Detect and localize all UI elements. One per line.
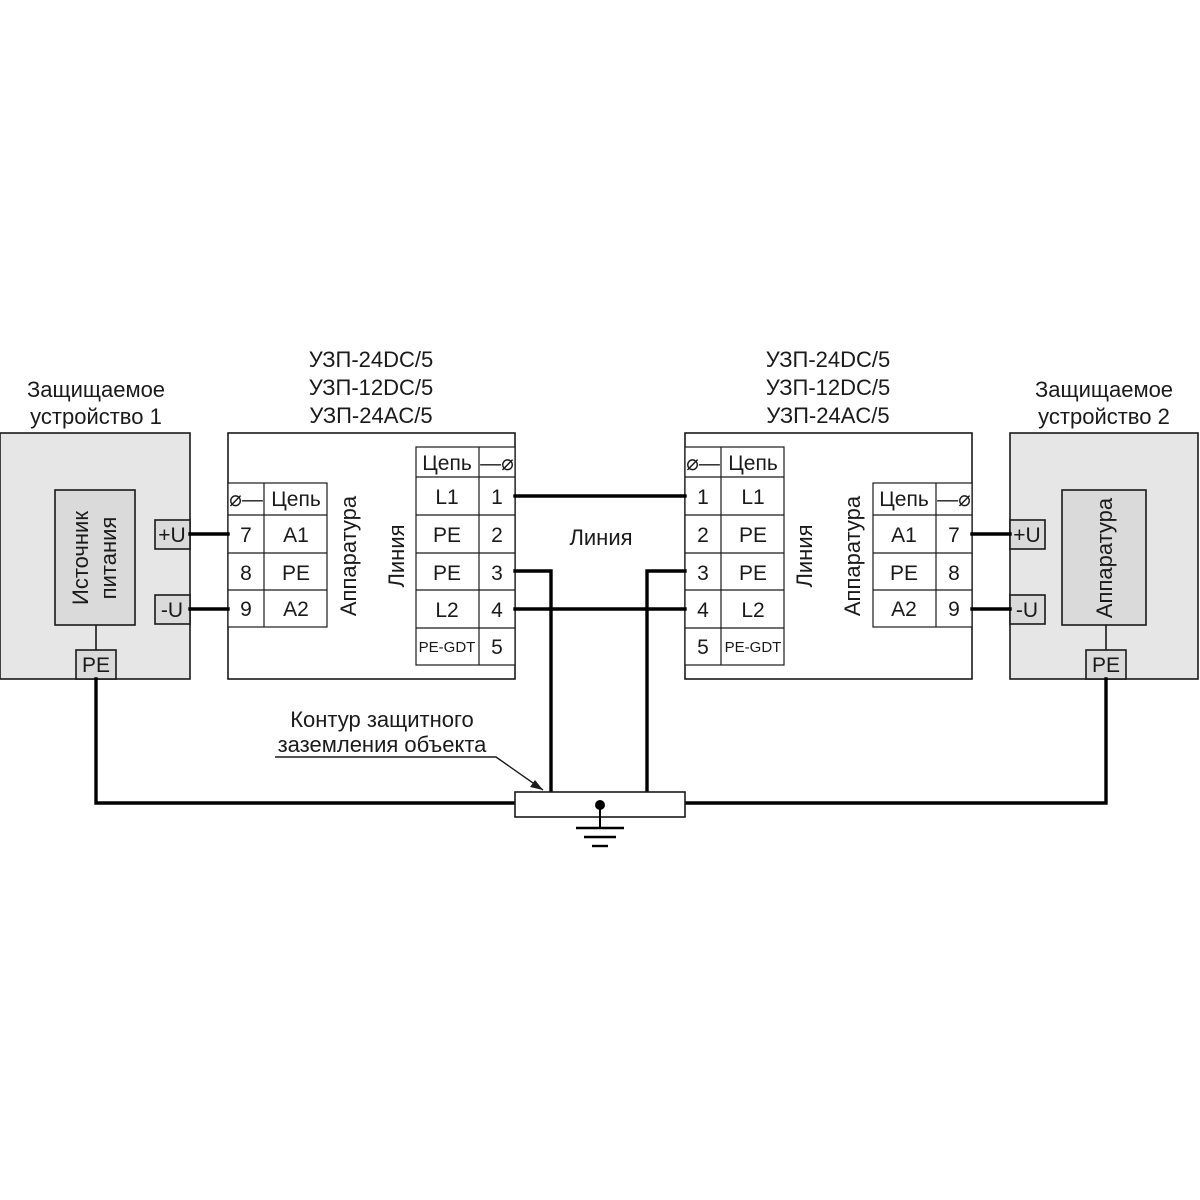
spd-left-line-header-circuit: Цепь bbox=[422, 452, 472, 475]
spd-right-line-table: ⌀— Цепь 1 L1 2 PE 3 PE 4 L2 5 PE-GDT bbox=[684, 446, 785, 666]
device1-title-line1: Защищаемое bbox=[27, 377, 165, 402]
spd-right-line-circuit: PE bbox=[739, 562, 767, 585]
spd-left-equip-circuit: A1 bbox=[283, 524, 309, 547]
spd-left-line-circuit: L2 bbox=[435, 599, 458, 622]
spd-right-model-2: УЗП-12DC/5 bbox=[766, 375, 891, 400]
spd-left-line-header-terminal: —⌀ bbox=[480, 452, 514, 475]
spd-left-model-3: УЗП-24AC/5 bbox=[309, 403, 432, 428]
device1-plus-u-label: +U bbox=[158, 524, 185, 547]
spd-left-line-circuit: PE bbox=[433, 562, 461, 585]
spd-right-line-terminal: 3 bbox=[697, 562, 709, 585]
spd-left-equip-header-circuit: Цепь bbox=[271, 488, 321, 511]
spd-left-line-terminal: 3 bbox=[491, 562, 503, 585]
spd-right-equip-table: Цепь —⌀ A1 7 PE 8 A2 9 bbox=[872, 482, 973, 628]
spd-right-line-terminal: 4 bbox=[697, 599, 709, 622]
spd-right-line-terminal: 5 bbox=[697, 636, 709, 659]
spd-left-line-circuit: PE bbox=[433, 524, 461, 547]
spd-left-line-terminal: 5 bbox=[491, 636, 503, 659]
callout-leader bbox=[275, 756, 544, 791]
spd-left-model-1: УЗП-24DC/5 bbox=[309, 347, 434, 372]
spd-left-equip-terminal: 9 bbox=[240, 598, 252, 621]
spd-left-line-terminal: 4 bbox=[491, 599, 503, 622]
line-label: Линия bbox=[569, 525, 632, 550]
spd-left-equip-circuit: PE bbox=[282, 562, 310, 585]
spd-right-line-header-circuit: Цепь bbox=[728, 452, 778, 475]
spd-right-equip-side-label: Аппаратура bbox=[840, 495, 865, 616]
spd-right-line-terminal: 2 bbox=[697, 524, 709, 547]
spd-left-line-side-label: Линия bbox=[384, 524, 409, 587]
device1-minus-u-terminal bbox=[154, 594, 191, 625]
device2-title-line2: устройство 2 bbox=[1038, 404, 1170, 429]
spd-left-equip-terminal: 8 bbox=[240, 562, 252, 585]
spd-right-model-1: УЗП-24DC/5 bbox=[766, 347, 891, 372]
equipment-label: Аппаратура bbox=[1092, 497, 1117, 618]
spd-right-equip-terminal: 8 bbox=[948, 562, 960, 585]
spd-left-equip-terminal: 7 bbox=[240, 524, 252, 547]
spd-left-equip-header-terminal: ⌀— bbox=[229, 488, 263, 511]
spd-right-equip-terminal: 7 bbox=[948, 524, 960, 547]
spd-right-line-side-label: Линия bbox=[792, 524, 817, 587]
spd-right-equip-circuit: A2 bbox=[891, 598, 917, 621]
spd-left-line-circuit: L1 bbox=[435, 486, 458, 509]
device1-pe-label: PE bbox=[82, 654, 110, 677]
spd-right-line-terminal: 1 bbox=[697, 486, 709, 509]
ground-label-line2: заземления объекта bbox=[278, 732, 488, 757]
device1-minus-u-label: -U bbox=[161, 599, 183, 622]
power-source-block bbox=[54, 489, 136, 626]
device2-plus-u-label: +U bbox=[1013, 524, 1040, 547]
spd-left-line-table: Цепь —⌀ L1 1 PE 2 PE 3 L2 4 PE-GDT 5 bbox=[415, 446, 516, 666]
power-source-label-line2: питания bbox=[96, 517, 121, 600]
spd-left-equip-table: ⌀— Цепь 7 A1 8 PE 9 A2 bbox=[227, 482, 328, 628]
equipment-block bbox=[1061, 489, 1147, 626]
power-source-label-line1: Источник bbox=[68, 511, 93, 605]
spd-right-equip-terminal: 9 bbox=[948, 598, 960, 621]
device1-title-line2: устройство 1 bbox=[30, 404, 162, 429]
spd-left-equip-side-label: Аппаратура bbox=[336, 495, 361, 616]
spd-right-line-circuit: L1 bbox=[741, 486, 764, 509]
spd-right-model-3: УЗП-24AC/5 bbox=[766, 403, 889, 428]
wiring bbox=[94, 494, 1108, 805]
spd-left-line-circuit: PE-GDT bbox=[419, 639, 476, 656]
spd-right-line-circuit: PE bbox=[739, 524, 767, 547]
callout-arrowhead bbox=[530, 780, 543, 790]
spd-right-line-circuit: L2 bbox=[741, 599, 764, 622]
spd-left-line-terminal: 1 bbox=[491, 486, 503, 509]
spd-right-line-header-terminal: ⌀— bbox=[686, 452, 720, 475]
wire-device2-pe-ground bbox=[683, 677, 1108, 805]
wire-left-pe-ground bbox=[513, 569, 553, 794]
spd-left-model-2: УЗП-12DC/5 bbox=[309, 375, 434, 400]
spd-right-line-circuit: PE-GDT bbox=[725, 639, 782, 656]
spd-right-equip-header-terminal: —⌀ bbox=[937, 488, 971, 511]
device2-title-line1: Защищаемое bbox=[1035, 377, 1173, 402]
ground-icon bbox=[576, 826, 624, 848]
device2-minus-u-label: -U bbox=[1016, 599, 1038, 622]
protected-device-1: Защищаемое устройство 1 Источник питания… bbox=[0, 377, 191, 680]
spd-right: УЗП-24DC/5 УЗП-12DC/5 УЗП-24AC/5 ⌀— Цепь… bbox=[684, 347, 973, 680]
spd-right-equip-header-circuit: Цепь bbox=[879, 488, 929, 511]
device2-pe-label: PE bbox=[1092, 654, 1120, 677]
spd-left-equip-circuit: A2 bbox=[283, 598, 309, 621]
ground-bus bbox=[514, 791, 686, 848]
device2-pe-terminal bbox=[1085, 649, 1127, 680]
spd-right-equip-circuit: PE bbox=[890, 562, 918, 585]
spd-left: УЗП-24DC/5 УЗП-12DC/5 УЗП-24AC/5 ⌀— Цепь… bbox=[227, 347, 516, 680]
device1-plus-u-terminal bbox=[154, 519, 191, 550]
wire-right-pe-ground bbox=[645, 569, 687, 794]
ground-contour-callout: Контур защитного заземления объекта bbox=[275, 707, 544, 791]
spd-left-line-terminal: 2 bbox=[491, 524, 503, 547]
spd-right-equip-circuit: A1 bbox=[891, 524, 917, 547]
wire-device1-pe-ground bbox=[94, 677, 517, 805]
device2-minus-u-terminal bbox=[1009, 594, 1046, 625]
ground-label-line1: Контур защитного bbox=[290, 707, 474, 732]
protected-device-2: Защищаемое устройство 2 Аппаратура +U -U… bbox=[1009, 377, 1199, 680]
